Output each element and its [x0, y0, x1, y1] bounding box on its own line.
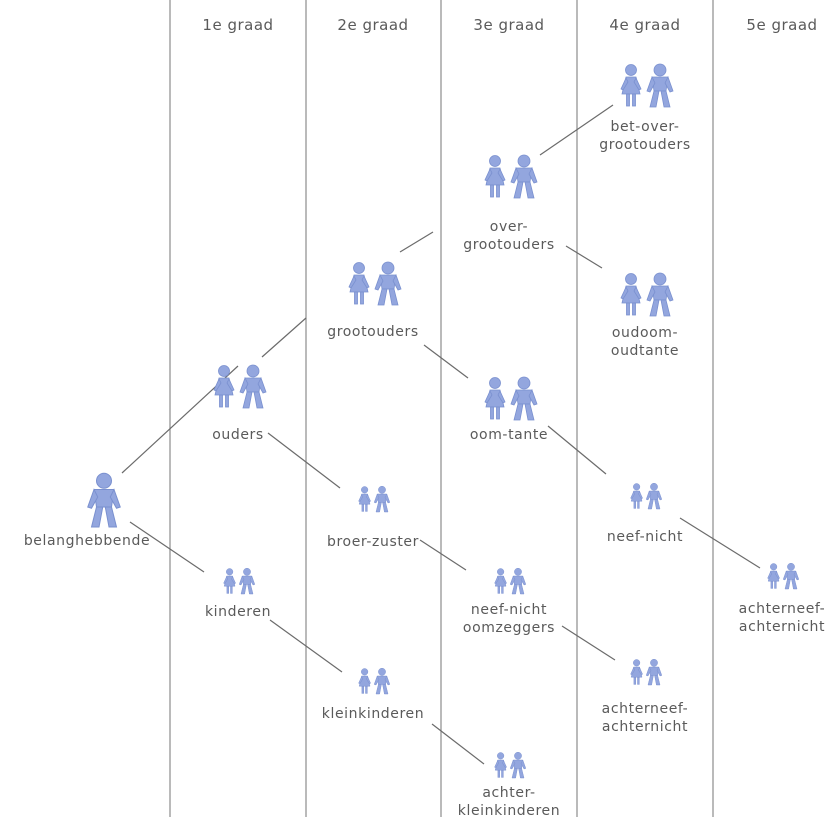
node-label: grootouders — [463, 237, 555, 253]
node-label: kleinkinderen — [322, 706, 424, 722]
node-achterkleinkinderen: achter-kleinkinderen — [458, 751, 560, 817]
node-grootouders: grootouders — [327, 261, 419, 340]
node-label: achterneef- — [739, 601, 826, 617]
connector-kleinkinderen-achterkleinkinderen — [431, 723, 485, 765]
node-label: grootouders — [327, 324, 419, 340]
node-broer-zuster: broer-zuster — [327, 485, 419, 550]
node-label: ouders — [212, 427, 264, 443]
connector-neef-nicht-oomzeggers-achterneef-achternicht-4 — [561, 625, 616, 661]
node-oom-tante: oom-tante — [470, 376, 548, 443]
couple-icon — [630, 658, 663, 686]
node-label: oudtante — [611, 343, 679, 359]
connector-overgrootouders-oudoom-oudtante — [565, 245, 603, 269]
connector-ouders-broer-zuster — [267, 432, 341, 489]
connector-neef-nicht-achterneef-achternicht-5 — [679, 517, 761, 569]
node-oudoom-oudtante: oudoom-oudtante — [611, 272, 679, 359]
degree-header: 2e graad — [337, 16, 408, 34]
couple-icon — [494, 751, 527, 779]
node-betovergrootouders: bet-over-grootouders — [599, 63, 691, 153]
connector-ouders-grootouders — [261, 317, 307, 358]
node-overgrootouders: over-grootouders — [463, 154, 555, 253]
node-label: grootouders — [599, 137, 691, 153]
node-ouders: ouders — [212, 364, 267, 443]
couple-icon — [620, 63, 674, 108]
relation-connectors — [121, 104, 761, 765]
node-neef-nicht-oomzeggers: neef-nicht oomzeggers — [463, 567, 555, 636]
couple-icon — [358, 667, 391, 695]
couple-icon — [223, 567, 256, 595]
node-label: achternicht — [739, 619, 825, 635]
relation-nodes: belanghebbendeouderskinderengrootoudersb… — [24, 63, 826, 817]
person-icon — [87, 472, 121, 528]
connector-grootouders-overgrootouders — [399, 231, 434, 253]
couple-icon — [494, 567, 527, 595]
connector-grootouders-oom-tante — [423, 344, 469, 379]
node-label: achter- — [482, 785, 535, 801]
couple-icon — [358, 485, 391, 513]
node-label: over- — [490, 219, 528, 235]
node-label: neef-nicht — [471, 602, 547, 618]
degree-header: 5e graad — [746, 16, 817, 34]
degree-header: 4e graad — [609, 16, 680, 34]
connector-belanghebbende-kinderen — [129, 521, 205, 573]
node-label: oudoom- — [612, 325, 678, 341]
connector-kinderen-kleinkinderen — [269, 619, 343, 673]
node-kleinkinderen: kleinkinderen — [322, 667, 424, 722]
couple-icon — [767, 562, 800, 590]
degree-header: 3e graad — [473, 16, 544, 34]
connector-overgrootouders-betovergrootouders — [539, 104, 614, 156]
couple-icon — [484, 154, 538, 199]
node-neef-nicht: neef-nicht — [607, 482, 683, 545]
node-achterneef-achternicht-5: achterneef-achternicht — [739, 562, 826, 635]
degree-column-headers: 1e graad 2e graad 3e graad 4e graad 5e graad — [202, 16, 817, 34]
couple-icon — [484, 376, 538, 421]
node-label: kinderen — [205, 604, 271, 620]
node-label: belanghebbende — [24, 533, 150, 549]
connector-oom-tante-neef-nicht — [547, 425, 607, 475]
node-label: oom-tante — [470, 427, 548, 443]
couple-icon — [620, 272, 674, 317]
node-label: neef-nicht — [607, 529, 683, 545]
node-kinderen: kinderen — [205, 567, 271, 620]
couple-icon — [213, 364, 267, 409]
node-label: kleinkinderen — [458, 803, 560, 817]
node-belanghebbende: belanghebbende — [24, 472, 150, 549]
node-label: bet-over- — [610, 119, 679, 135]
couple-icon — [630, 482, 663, 510]
node-label: achternicht — [602, 719, 688, 735]
couple-icon — [348, 261, 402, 306]
node-achterneef-achternicht-4: achterneef-achternicht — [602, 658, 689, 735]
node-label: oomzeggers — [463, 620, 555, 636]
node-label: achterneef- — [602, 701, 689, 717]
node-label: broer-zuster — [327, 534, 419, 550]
degree-column-dividers — [169, 0, 714, 817]
connector-broer-zuster-neef-nicht-oomzeggers — [419, 539, 467, 571]
degree-header: 1e graad — [202, 16, 273, 34]
